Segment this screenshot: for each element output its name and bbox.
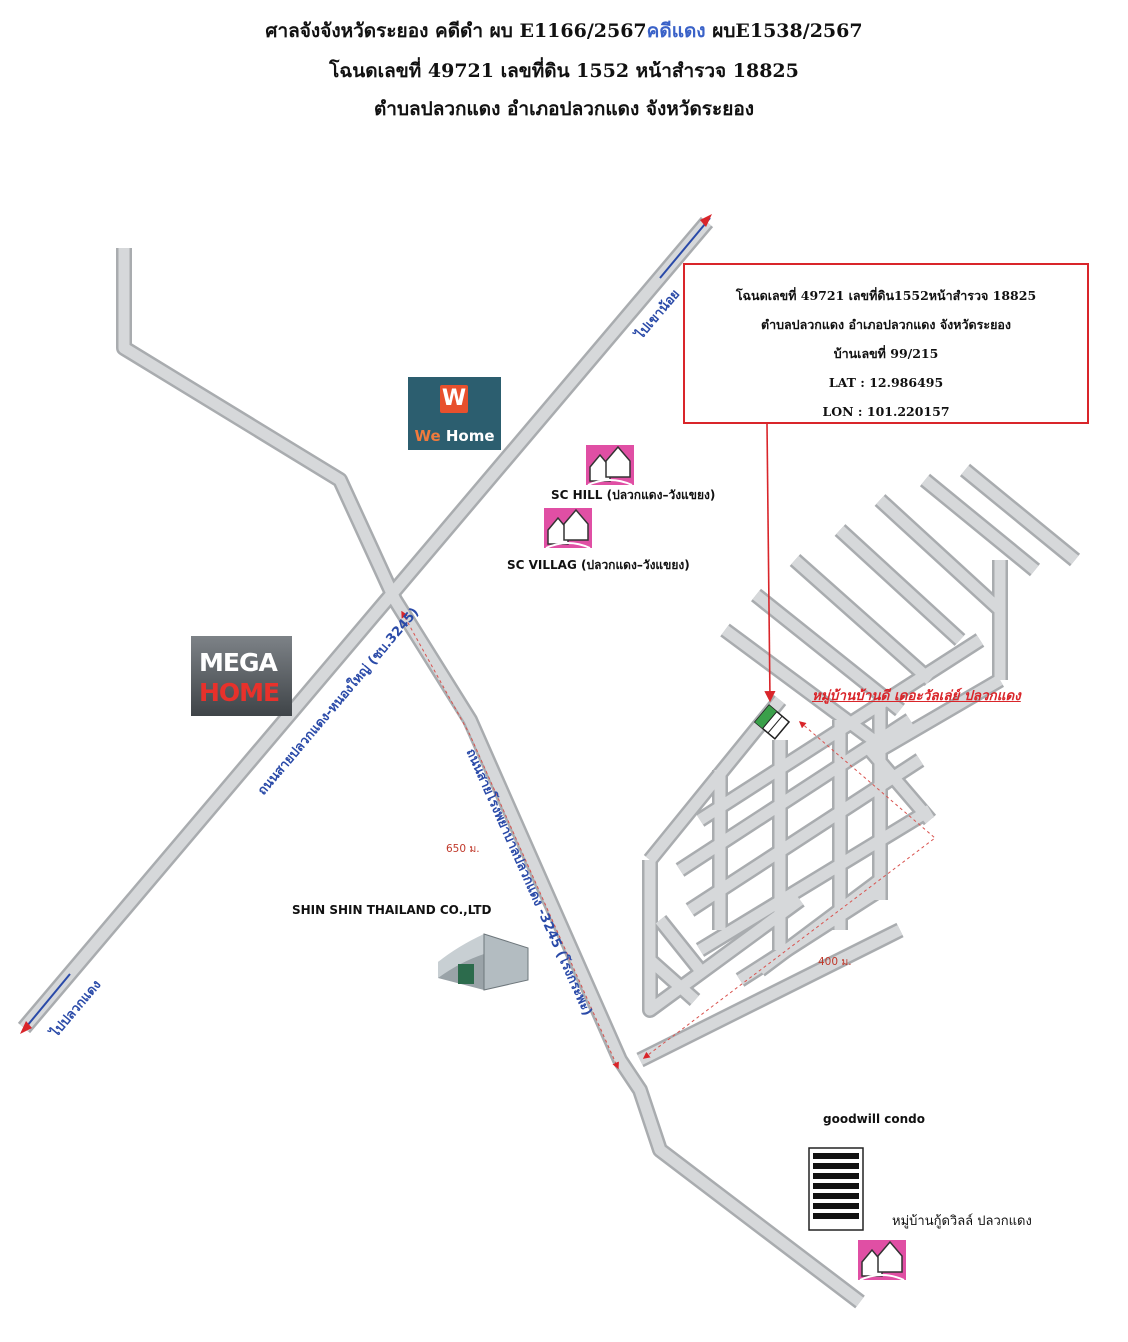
distance-label-650: 650 ม. bbox=[446, 843, 480, 855]
condo-building-icon bbox=[808, 1147, 864, 1231]
house-icon bbox=[858, 1240, 906, 1281]
wehome-text: We Home bbox=[408, 427, 501, 445]
label-target-village: หมู่บ้านบ้านดี เดอะวัลเล่ย์ ปลวกแดง bbox=[812, 688, 1021, 704]
distance-guides bbox=[401, 610, 936, 1070]
location-info-box: โฉนดเลขที่ 49721 เลขที่ดิน1552หน้าสำรวจ … bbox=[683, 263, 1089, 424]
info-longitude: LON : 101.220157 bbox=[822, 404, 950, 419]
header-line2: โฉนดเลขที่ 49721 เลขที่ดิน 1552 หน้าสำรว… bbox=[329, 60, 799, 82]
label-sc-hill: SC HILL (ปลวกแดง–วังแขยง) bbox=[551, 488, 716, 502]
header-case-highlight: คดีแดง bbox=[646, 20, 706, 42]
megahome-text-2: HOME bbox=[199, 678, 280, 707]
target-plot-icon bbox=[753, 704, 791, 740]
road-direction-arrows bbox=[20, 214, 712, 1034]
info-latitude: LAT : 12.986495 bbox=[828, 375, 944, 390]
info-subdistrict: ตำบลปลวกแดง อำเภอปลวกแดง จังหวัดระยอง bbox=[760, 317, 1012, 332]
header-line3: ตำบลปลวกแดง อำเภอปลวกแดง จังหวัดระยอง bbox=[373, 98, 755, 120]
wehome-text-a: We bbox=[414, 427, 441, 445]
wehome-text-b: Home bbox=[440, 427, 495, 445]
distance-label-400: 400 ม. bbox=[818, 956, 852, 968]
label-goodwill-village: หมู่บ้านกู้ดวิลล์ ปลวกแดง bbox=[892, 1214, 1032, 1229]
label-goodwill-condo: goodwill condo bbox=[823, 1112, 926, 1126]
pointer-line bbox=[764, 423, 776, 703]
wehome-logo: W We Home bbox=[408, 377, 501, 450]
info-deed: โฉนดเลขที่ 49721 เลขที่ดิน1552หน้าสำรวจ … bbox=[735, 288, 1037, 303]
megahome-text-1: MEGA bbox=[199, 648, 278, 677]
label-sc-villag: SC VILLAG (ปลวกแดง–วังแขยง) bbox=[507, 558, 690, 572]
megahome-logo: MEGA HOME bbox=[191, 636, 292, 716]
house-icon bbox=[586, 445, 634, 486]
wehome-mark: W bbox=[440, 385, 468, 413]
header-case-text-b: ผบE1538/2567 bbox=[705, 20, 863, 42]
header-line1: ศาลจังจังหวัดระยอง คดีดำ ผบ E1166/2567คด… bbox=[0, 16, 1128, 46]
header-case-text: ศาลจังจังหวัดระยอง คดีดำ ผบ E1166/2567 bbox=[265, 20, 647, 42]
label-shinshin: SHIN SHIN THAILAND CO.,LTD bbox=[292, 903, 492, 917]
warehouse-icon bbox=[438, 933, 529, 991]
house-icon bbox=[544, 508, 592, 549]
info-house-number: บ้านเลขที่ 99/215 bbox=[833, 346, 939, 361]
